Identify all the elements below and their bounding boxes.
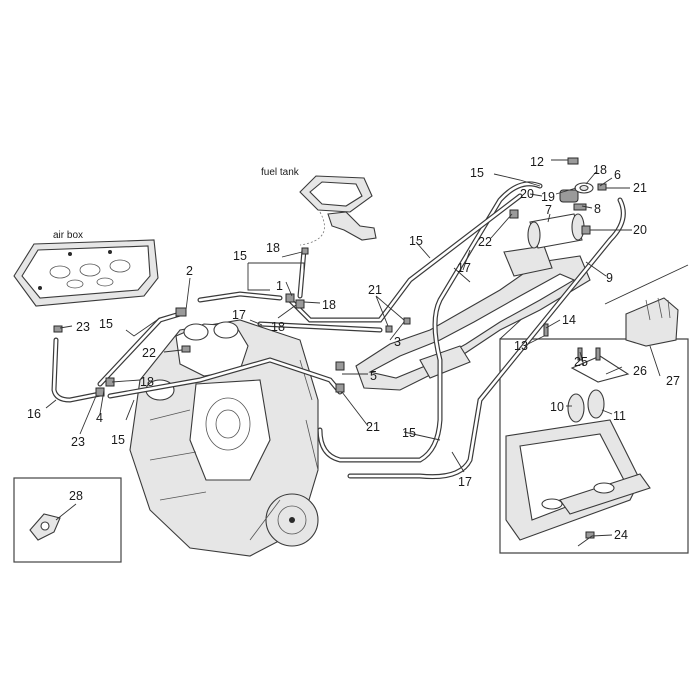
callout-12: 12 xyxy=(530,155,544,169)
callout-11: 11 xyxy=(613,409,626,423)
callout-20-b: 20 xyxy=(633,223,647,237)
callout-8: 8 xyxy=(594,202,601,216)
callout-18-b: 18 xyxy=(322,298,336,312)
leader-lines xyxy=(45,159,661,547)
hose-16-airbox xyxy=(51,337,103,403)
fuel-tank-part xyxy=(299,175,377,246)
callout-7: 7 xyxy=(545,203,552,217)
canister-part xyxy=(527,189,585,249)
callout-23-b: 23 xyxy=(71,435,85,449)
callout-18-c: 18 xyxy=(271,320,285,334)
callout-17-a: 17 xyxy=(457,261,471,275)
callout-18-a: 18 xyxy=(266,241,280,255)
air-box-caption: air box xyxy=(53,230,83,241)
callout-27: 27 xyxy=(666,374,680,388)
hose-17-mid xyxy=(197,291,383,333)
callout-15-b: 15 xyxy=(409,234,423,248)
inset-panel-part-28 xyxy=(13,477,122,563)
callout-15-a: 15 xyxy=(470,166,484,180)
callout-23-a: 23 xyxy=(76,320,90,334)
hose-engine-right xyxy=(107,357,343,399)
air-box-part xyxy=(13,239,159,307)
callout-19: 19 xyxy=(541,190,555,204)
fittings xyxy=(53,157,607,397)
fuel-tank-caption: fuel tank xyxy=(261,167,300,178)
callout-26: 26 xyxy=(633,364,647,378)
callout-3: 3 xyxy=(394,335,401,349)
callout-2: 2 xyxy=(186,264,193,278)
callout-21-a: 21 xyxy=(633,181,647,195)
callout-21-b: 21 xyxy=(368,283,382,297)
callout-21-c: 21 xyxy=(366,420,380,434)
callout-6: 6 xyxy=(614,168,621,182)
hose-15-left xyxy=(97,311,183,387)
callout-18-d: 18 xyxy=(140,375,154,389)
callout-9: 9 xyxy=(606,271,613,285)
callout-25: 25 xyxy=(574,355,588,369)
callout-15-f: 15 xyxy=(402,426,416,440)
callout-15-d: 15 xyxy=(99,317,113,331)
callout-22-a: 22 xyxy=(478,235,492,249)
callout-20-a: 20 xyxy=(520,187,534,201)
callout-17-c: 17 xyxy=(458,475,472,489)
inset-rear-parts xyxy=(505,297,679,541)
callout-10: 10 xyxy=(550,400,564,414)
clip-part-28 xyxy=(29,513,61,541)
callout-16: 16 xyxy=(27,407,41,421)
engine-block-part xyxy=(129,319,319,557)
hose-17-long xyxy=(347,197,626,480)
callout-4: 4 xyxy=(96,411,103,425)
callout-13: 13 xyxy=(514,339,528,353)
callout-15-e: 15 xyxy=(111,433,125,447)
callout-15-c: 15 xyxy=(233,249,247,263)
hose-15-long xyxy=(317,181,543,463)
callout-17-b: 17 xyxy=(232,308,246,322)
callout-28: 28 xyxy=(69,489,83,503)
callout-14: 14 xyxy=(562,313,576,327)
hose-18-vertical xyxy=(297,247,307,299)
callout-24: 24 xyxy=(614,528,628,542)
callout-18-e: 18 xyxy=(593,163,607,177)
callout-22-b: 22 xyxy=(142,346,156,360)
callout-5: 5 xyxy=(370,369,377,383)
callout-1: 1 xyxy=(276,279,283,293)
hose-15-top xyxy=(287,193,523,323)
